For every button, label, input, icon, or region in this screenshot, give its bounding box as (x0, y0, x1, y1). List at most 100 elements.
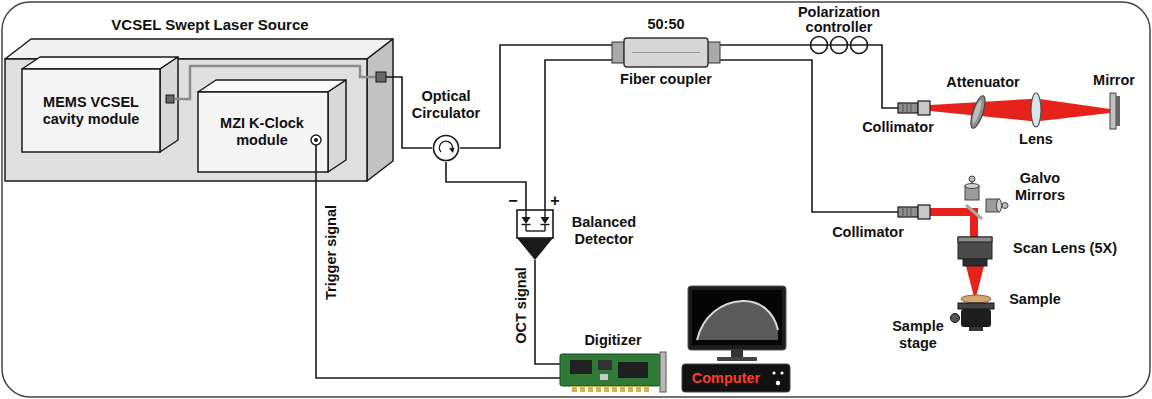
node-digi: Digitizer (560, 352, 666, 392)
coupler-seam (632, 52, 700, 53)
part-label: Galvo Mirrors (1005, 170, 1075, 204)
box-front-face (22, 69, 160, 152)
board-contact (596, 386, 601, 392)
monitor-illustration (697, 301, 778, 340)
fiber-connector (446, 162, 526, 210)
detector-box (517, 210, 553, 238)
galvo-mirrors-symbol (965, 176, 1008, 219)
collimator-body (898, 103, 918, 113)
fiber-connector (545, 60, 612, 210)
galvo-mirrors-symbol (969, 176, 975, 182)
sample-stage-symbol (951, 303, 995, 331)
circulator-arrow (449, 148, 455, 154)
photodiode-lead (525, 210, 526, 217)
board-contact (644, 386, 649, 392)
fiber-connector (870, 45, 898, 108)
scan-lens-symbol (958, 237, 992, 266)
fiber-port (376, 72, 386, 82)
part-label: + (547, 192, 563, 209)
sample-beam (930, 208, 978, 237)
board-bracket (660, 352, 666, 392)
node-coupler: 50:50Fiber coupler (612, 37, 720, 68)
collimator-groove (911, 207, 912, 217)
part-label: Lens (1011, 131, 1061, 148)
fiber-stub (386, 76, 395, 78)
board-contact (604, 386, 609, 392)
sample-beam (966, 266, 984, 297)
node-label: Optical Circulator (400, 88, 492, 122)
box-front-face (198, 92, 328, 172)
sample-symbol (961, 295, 991, 303)
sample-stage-symbol (961, 309, 991, 327)
node-comp: Computer (682, 364, 790, 392)
box-top-face (22, 57, 178, 69)
coupler-outline (612, 37, 720, 68)
signal-wire (316, 172, 560, 378)
det-outline (514, 210, 556, 260)
monitor-illustration (688, 286, 786, 350)
node-coll: Collimator (898, 204, 930, 220)
circulator-symbol (434, 136, 459, 161)
node-label: VCSEL Swept Laser Source (90, 16, 330, 34)
node-det: Balanced Detector (514, 210, 556, 260)
attenuator-symbol (971, 100, 983, 124)
photodiode-lead (544, 225, 545, 232)
node-label: MZI K-Clock module (208, 92, 316, 172)
fiber-through (808, 44, 870, 46)
monitor-illustration (688, 286, 786, 361)
collimator-barrel (918, 205, 930, 219)
reference-beam (1030, 99, 1110, 121)
attenuator-symbol (968, 94, 988, 129)
fiber-connector (720, 60, 898, 212)
digi-outline (560, 352, 666, 392)
sample-stage-symbol (969, 327, 983, 331)
sample-stage-symbol (958, 303, 994, 309)
mirror-symbol (1116, 96, 1120, 126)
circuit-board (560, 354, 660, 386)
galvo-mirrors-symbol (1002, 203, 1008, 209)
node-mzi: MZI K-Clock module (198, 80, 348, 172)
coll-outline (898, 204, 930, 220)
trigger-port (311, 135, 321, 145)
collimator-groove (907, 103, 908, 113)
node-pc: Polarization controller (808, 36, 870, 54)
scan-lens-symbol (963, 259, 987, 266)
internal-fiber (174, 98, 182, 101)
board-contact (572, 386, 577, 392)
lens-symbol (1031, 93, 1041, 127)
board-chip (618, 362, 648, 378)
mirror-symbol (1110, 93, 1116, 129)
box-side-face (160, 57, 178, 152)
fiber-loop (851, 37, 868, 54)
part-label: − (505, 192, 521, 209)
part-label: Scan Lens (5X) (1000, 240, 1130, 257)
galvo-mirrors-symbol (966, 205, 982, 219)
fiber-loop (811, 37, 828, 54)
node-label: MEMS VCSEL cavity module (34, 69, 148, 152)
board-contact (580, 386, 585, 392)
reference-beam (930, 99, 1110, 121)
sample-stage-symbol (951, 314, 960, 323)
computer-tower (682, 364, 790, 392)
box-top-face (5, 39, 393, 59)
board-chip (598, 360, 612, 370)
fiber-connector (720, 44, 808, 46)
collimator-groove (907, 207, 908, 217)
monitor-illustration (717, 357, 757, 361)
pc-outline (808, 36, 870, 54)
tower-button (776, 381, 780, 385)
coll-outline (898, 100, 930, 116)
node-label: Digitizer (560, 332, 666, 349)
part-label: Sample (1005, 291, 1065, 308)
photodiode-lead (526, 230, 545, 231)
sample-symbol (961, 295, 991, 303)
signal-stub (315, 145, 317, 172)
trigger-port (314, 138, 318, 142)
collimator-body (898, 207, 918, 217)
box-side-face (328, 80, 346, 172)
node-label: Computer (686, 364, 766, 392)
tower-light (780, 371, 783, 374)
node-label: Collimator (823, 224, 913, 241)
collimator-barrel (918, 101, 930, 115)
